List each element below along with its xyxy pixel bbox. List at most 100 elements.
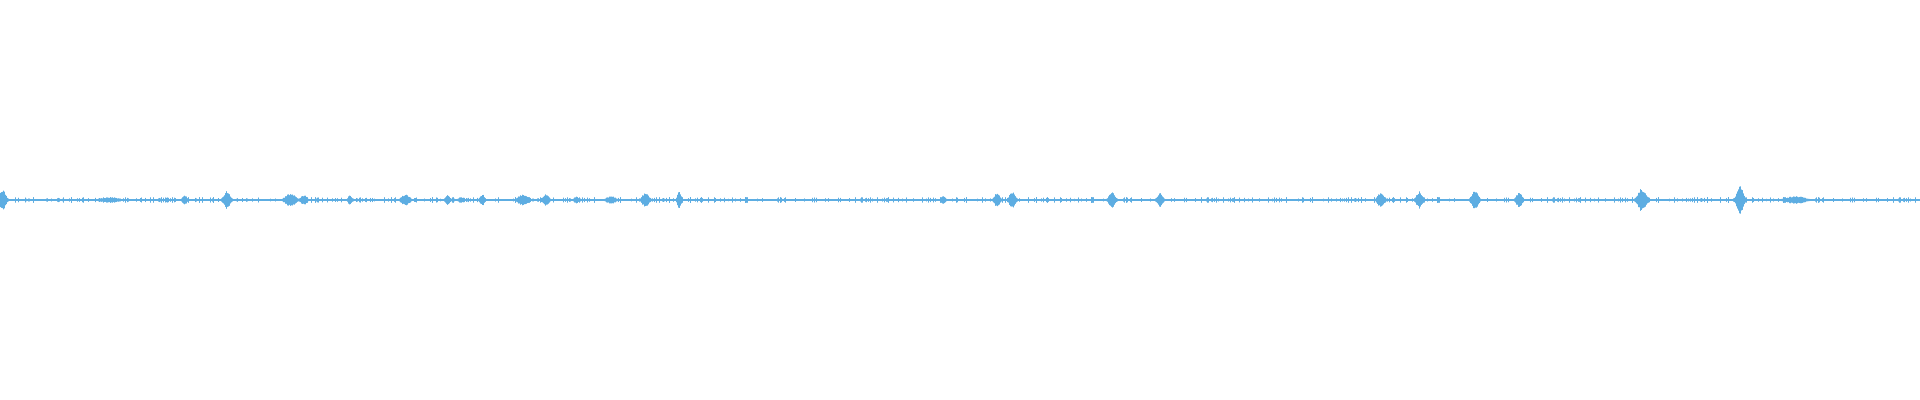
waveform-sample	[1897, 199, 1898, 201]
waveform-sample	[1578, 198, 1579, 202]
waveform-sample	[1548, 199, 1549, 201]
waveform-sample	[1908, 197, 1909, 203]
waveform-sample	[1176, 199, 1177, 201]
waveform-sample	[94, 199, 95, 201]
waveform-sample	[1040, 199, 1041, 201]
waveform-sample	[1423, 197, 1424, 203]
waveform-sample	[1409, 199, 1410, 201]
waveform-sample	[379, 199, 380, 201]
waveform-sample	[1406, 197, 1407, 203]
waveform-sample	[346, 199, 347, 201]
waveform-sample	[1724, 199, 1725, 201]
waveform-sample	[1903, 198, 1904, 202]
waveform-sample	[539, 199, 540, 201]
waveform-sample	[1429, 199, 1430, 201]
waveform-sample	[719, 199, 720, 201]
waveform-sample	[1308, 199, 1309, 201]
waveform-sample	[1906, 198, 1907, 202]
waveform-sample	[34, 199, 35, 201]
waveform-sample	[1684, 199, 1685, 201]
waveform-sample	[1549, 199, 1550, 201]
waveform-sample	[149, 199, 150, 201]
waveform-sample	[851, 199, 852, 201]
waveform-sample	[1642, 191, 1643, 209]
waveform-sample	[1438, 197, 1439, 203]
waveform-sample	[1668, 199, 1669, 201]
waveform-sample	[152, 199, 153, 201]
waveform-sample	[962, 199, 963, 201]
waveform-sample	[109, 197, 110, 203]
waveform-sample	[1541, 198, 1542, 202]
waveform-sample	[952, 198, 953, 202]
waveform-sample	[1188, 199, 1189, 201]
waveform-sample	[906, 197, 907, 203]
waveform-sample	[208, 199, 209, 201]
waveform-sample	[1238, 199, 1239, 201]
waveform-sample	[83, 197, 84, 203]
waveform-sample	[175, 198, 176, 202]
waveform-sample	[1179, 199, 1180, 201]
waveform-sample	[386, 199, 387, 201]
waveform-sample	[1854, 197, 1855, 203]
waveform-sample	[1735, 196, 1736, 204]
waveform-sample	[245, 199, 246, 201]
waveform-sample	[1790, 196, 1791, 204]
waveform-sample	[1141, 198, 1142, 202]
waveform-sample	[1016, 197, 1017, 203]
waveform-sample	[765, 199, 766, 201]
waveform-sample	[677, 194, 678, 206]
waveform-sample	[1785, 197, 1786, 203]
waveform-sample	[1056, 199, 1057, 201]
waveform-sample	[1655, 199, 1656, 201]
waveform-sample	[67, 199, 68, 201]
waveform-sample	[1602, 199, 1603, 201]
waveform-sample	[80, 199, 81, 201]
waveform-sample	[156, 199, 157, 201]
waveform-sample	[1258, 199, 1259, 201]
waveform-sample	[1303, 197, 1304, 203]
waveform-sample	[1286, 197, 1287, 203]
waveform-sample	[1678, 199, 1679, 201]
waveform-sample	[400, 197, 401, 203]
waveform-sample	[1560, 198, 1561, 202]
waveform-sample	[106, 197, 107, 203]
waveform-sample	[1794, 196, 1795, 204]
waveform-sample	[593, 199, 594, 201]
waveform-sample	[1294, 199, 1295, 201]
waveform-sample	[709, 199, 710, 201]
waveform-sample	[1720, 197, 1721, 203]
waveform-sample	[1333, 199, 1334, 201]
waveform-sample	[1477, 193, 1478, 207]
waveform-sample	[779, 199, 780, 201]
waveform-sample	[435, 199, 436, 201]
waveform-sample	[854, 199, 855, 201]
waveform-sample	[869, 199, 870, 201]
waveform-sample	[585, 199, 586, 201]
waveform-sample	[845, 199, 846, 201]
waveform-sample	[1480, 198, 1481, 202]
waveform-sample	[296, 197, 297, 203]
waveform-sample	[572, 199, 573, 201]
waveform-sample	[92, 199, 93, 201]
waveform-sample	[696, 199, 697, 201]
waveform-sample	[1788, 197, 1789, 203]
waveform-sample	[1421, 195, 1422, 205]
waveform-sample	[621, 199, 622, 201]
waveform-sample	[1829, 199, 1830, 201]
waveform-sample	[1393, 197, 1394, 203]
waveform-sample	[848, 199, 849, 201]
waveform-sample	[693, 199, 694, 201]
waveform-sample	[694, 199, 695, 201]
waveform-sample	[58, 197, 59, 203]
waveform-sample	[86, 199, 87, 201]
waveform-sample	[625, 199, 626, 201]
waveform-sample	[599, 199, 600, 201]
waveform-sample	[219, 199, 220, 201]
waveform-sample	[673, 198, 674, 202]
waveform-sample	[1044, 199, 1045, 201]
waveform-sample	[158, 198, 159, 202]
waveform-sample	[1870, 199, 1871, 201]
waveform-sample	[640, 198, 641, 202]
waveform-sample	[1625, 197, 1626, 203]
waveform-sample	[196, 198, 197, 202]
